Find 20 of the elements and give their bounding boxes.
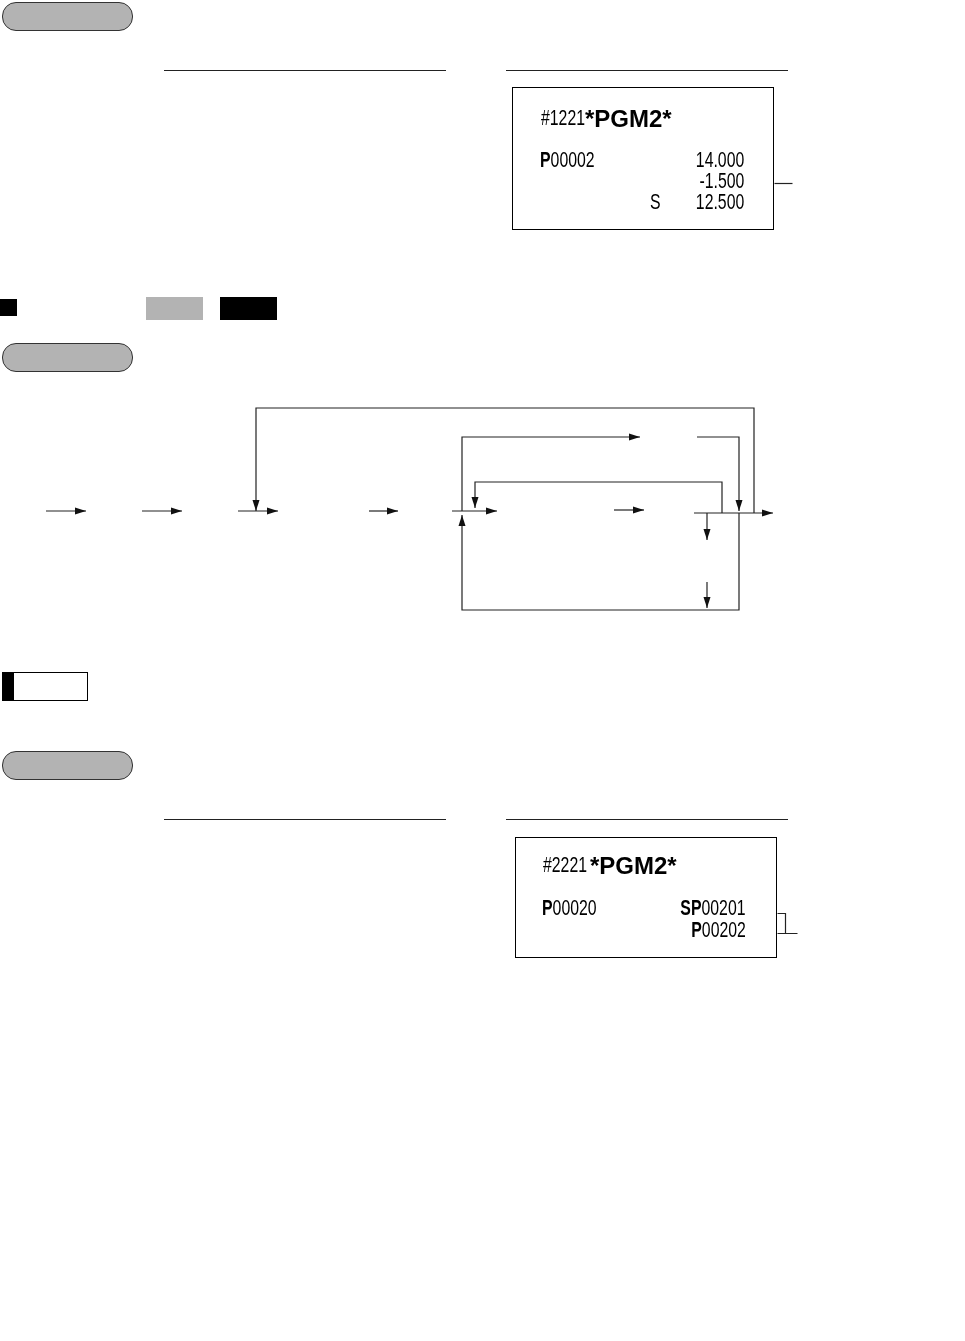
section-tab [2,751,133,780]
item-code: P00020 [542,897,597,919]
item-code: P00002 [540,149,595,171]
section-tab [2,2,133,31]
item-code: SP00201 [680,897,746,919]
receipt-number: #1221 [541,107,586,129]
item-code: P00202 [691,919,746,941]
receipt-number: #2221 [543,854,588,876]
amount-value: 14.000 [695,149,744,171]
amount-value: 12.500 [695,191,744,213]
receipt-printout [515,837,777,958]
subtotal-symbol: S [650,191,661,213]
bracket-leader-line [776,912,799,935]
receipt-printout [512,87,774,230]
section-tab [2,343,133,372]
note-tab [2,672,88,701]
receipt-mode-title: *PGM2* [585,107,672,131]
receipt-mode-title: *PGM2* [590,854,677,878]
amount-value: -1.500 [699,170,744,192]
leader-line [773,182,794,185]
